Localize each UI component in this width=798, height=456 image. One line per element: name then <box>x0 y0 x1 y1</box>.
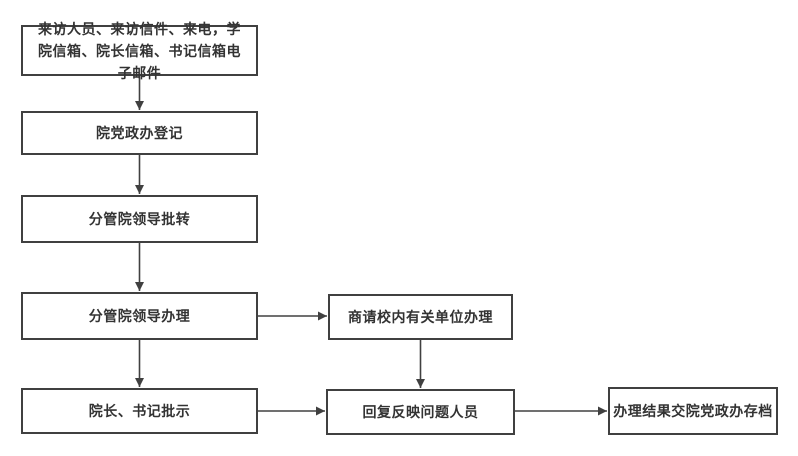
flow-node-intake: 来访人员、来访信件、来电，学院信箱、院长信箱、书记信箱电子邮件 <box>21 21 258 81</box>
flow-node-reply-label: 回复反映问题人员 <box>362 404 479 420</box>
flow-node-instruction: 院长、书记批示 <box>21 388 258 434</box>
flow-node-reply: 回复反映问题人员 <box>326 389 515 435</box>
flow-node-handle-label: 分管院领导办理 <box>88 308 191 324</box>
flow-node-archive-label: 办理结果交院党政办存档 <box>613 403 773 419</box>
flow-node-instruction-label: 院长、书记批示 <box>88 403 191 419</box>
flow-node-transfer-label: 分管院领导批转 <box>88 211 191 227</box>
flow-node-consult-label: 商请校内有关单位办理 <box>348 309 493 325</box>
flow-node-archive: 办理结果交院党政办存档 <box>608 387 778 435</box>
flow-node-intake-label: 来访人员、来访信件、来电，学院信箱、院长信箱、书记信箱电子邮件 <box>38 20 241 81</box>
flow-node-consult: 商请校内有关单位办理 <box>328 294 513 340</box>
flow-node-transfer: 分管院领导批转 <box>21 195 258 243</box>
flow-node-handle: 分管院领导办理 <box>21 292 258 340</box>
flow-node-registration-label: 院党政办登记 <box>96 125 183 141</box>
flow-node-registration: 院党政办登记 <box>21 111 258 155</box>
